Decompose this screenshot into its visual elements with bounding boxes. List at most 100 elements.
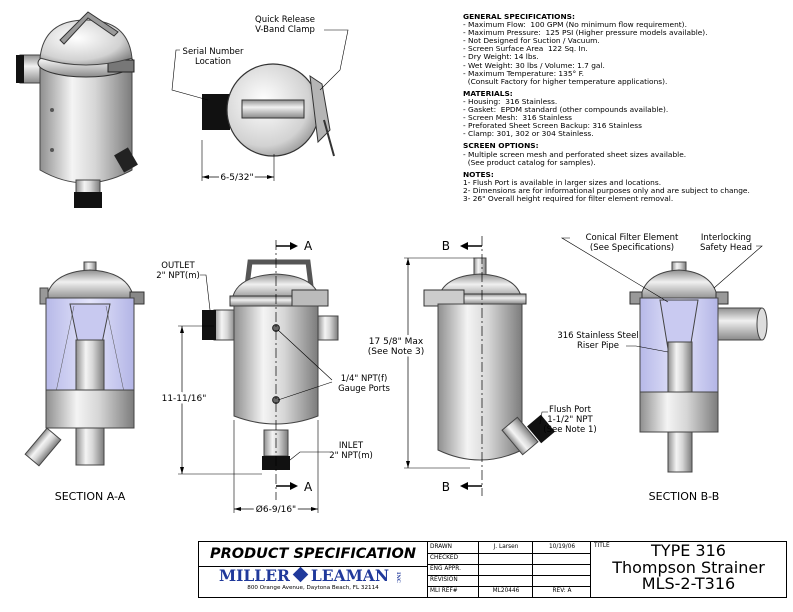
spec-line: - Maximum Flow: 100 GPM (No minimum flow… xyxy=(463,20,687,30)
inlet-label: INLET xyxy=(339,441,364,451)
section-a-bottom-label: A xyxy=(304,480,313,494)
rev-label: REV: xyxy=(552,588,566,594)
row-drawn: DRAWN J. Larsen 10/19/06 xyxy=(428,542,590,554)
approval-grid: DRAWN J. Larsen 10/19/06 CHECKED ENG APP… xyxy=(428,542,591,597)
ref-label: MLI REF# xyxy=(430,588,458,594)
ref-value: ML20446 xyxy=(478,586,533,597)
iso-port-thread xyxy=(16,55,24,83)
section-b-top-label: B xyxy=(442,239,450,253)
sbb-outlet-end xyxy=(756,307,768,341)
dim-overall: 17 5/8" Max xyxy=(369,337,424,347)
saa-bottom xyxy=(45,389,135,429)
dim-arrow xyxy=(311,507,318,511)
section-arrowhead xyxy=(460,482,468,490)
spec-line: - Housing: 316 Stainless. xyxy=(463,96,558,106)
row-ref: MLI REF# ML20446 REV: A xyxy=(428,586,590,597)
title-label: TITLE xyxy=(594,543,610,549)
drawing-title: TYPE 316 Thompson Strainer MLS-2-T316 xyxy=(591,541,786,593)
see-note-1: (See Note 1) xyxy=(543,425,596,435)
spec-line: - Not Designed for Suction / Vacuum. xyxy=(463,36,600,46)
leader-line xyxy=(277,329,333,381)
leader-line xyxy=(319,29,349,91)
iso-inlet-thread xyxy=(74,192,102,208)
quick-release-label: Quick Release xyxy=(255,15,315,25)
leader-line xyxy=(200,274,211,311)
front-body xyxy=(233,305,319,425)
section-arrowhead xyxy=(290,242,298,250)
title-line-2: Thompson Strainer xyxy=(612,557,765,577)
spec-line: - Maximum Temperature: 135° F. xyxy=(463,68,584,78)
leader-line xyxy=(277,381,333,401)
drawn-by: J. Larsen xyxy=(478,542,533,553)
saa-head xyxy=(45,269,135,301)
eng-appr-label: ENG APPR. xyxy=(430,566,461,572)
drawn-label: DRAWN xyxy=(430,544,452,550)
spec-line: - Screen Surface Area 122 Sq. In. xyxy=(463,44,588,54)
product-spec-heading: PRODUCT SPECIFICATION xyxy=(199,542,427,567)
spec-line: - Screen Mesh: 316 Stainless xyxy=(463,113,573,123)
iso-view xyxy=(16,11,138,208)
title-line-3: MLS-2-T316 xyxy=(641,574,736,593)
spec-line: - Multiple screen mesh and perforated sh… xyxy=(463,149,687,159)
flush-npt-label: 1-1/2" NPT xyxy=(547,415,593,425)
see-note-3: (See Note 3) xyxy=(368,347,425,357)
spec-line: (See product catalog for samples). xyxy=(463,157,596,167)
section-aa-label: SECTION A-A xyxy=(55,490,126,503)
diamond-logo-icon xyxy=(292,566,309,583)
leader-line xyxy=(713,245,763,289)
iso-flush-port xyxy=(114,147,138,173)
title-line-1: TYPE 316 xyxy=(651,541,726,560)
dim-arrow xyxy=(406,461,410,468)
side-flush-pipe xyxy=(501,416,539,456)
row-checked: CHECKED xyxy=(428,553,590,565)
sbb-outlet-pipe xyxy=(717,307,763,341)
front-side-port xyxy=(317,315,339,341)
notes-title: NOTES: xyxy=(463,169,494,179)
general-specs-title: GENERAL SPECIFICATIONS: xyxy=(463,12,575,21)
leader-line xyxy=(289,451,330,461)
inlet-npt-label: 2" NPT(m) xyxy=(329,451,373,461)
vband-clamp-label: V-Band Clamp xyxy=(255,25,315,35)
outlet-npt-label: 2" NPT(m) xyxy=(156,271,200,281)
side-flush-thread xyxy=(527,414,555,444)
leader-line xyxy=(171,49,209,101)
revision-label: REVISION xyxy=(430,577,458,583)
dim-arrow xyxy=(406,258,410,265)
section-a-a: SECTION A-A xyxy=(24,261,145,503)
section-a-top-label: A xyxy=(304,239,313,253)
spec-line: - Preforated Sheet Screen Backup: 316 St… xyxy=(463,121,642,131)
dim-arrow xyxy=(180,467,184,474)
interlocking-label: Interlocking xyxy=(701,233,751,243)
riser-label-2: Riser Pipe xyxy=(577,341,619,351)
spec-line: (Consult Factory for higher temperature … xyxy=(463,76,668,86)
section-b-b: SECTION B-B Conical Filter Element (See … xyxy=(557,233,768,503)
title-cell: TITLE TYPE 316 Thompson Strainer MLS-2-T… xyxy=(591,542,786,597)
dim-height: 11-11/16" xyxy=(162,394,207,404)
saa-cone-line xyxy=(55,305,75,393)
row-eng: ENG APPR. xyxy=(428,564,590,576)
iso-handle xyxy=(59,11,119,45)
section-arrowhead xyxy=(290,482,298,490)
section-b-bottom-label: B xyxy=(442,480,450,494)
riser-label-1: 316 Stainless Steel xyxy=(557,331,638,341)
sbb-bottom xyxy=(639,391,719,433)
dim-top-width: 6-5/32" xyxy=(220,173,253,183)
specifications-panel: GENERAL SPECIFICATIONS: - Maximum Flow: … xyxy=(463,12,793,203)
company-address: 800 Orange Avenue, Daytona Beach, FL 321… xyxy=(247,585,379,591)
dim-diameter: Ø6-9/16" xyxy=(256,504,296,515)
sbb-head xyxy=(639,269,719,301)
front-clamp-latch xyxy=(291,289,329,307)
dim-arrow xyxy=(202,175,209,179)
gauge-ports-size-label: 1/4" NPT(f) xyxy=(341,374,388,384)
row-revision: REVISION xyxy=(428,575,590,587)
top-view: 6-5/32" Serial Number Location Quick Rel… xyxy=(171,15,349,185)
company-name-right: LEAMAN xyxy=(310,566,389,585)
gauge-ports-label: Gauge Ports xyxy=(338,384,390,394)
dim-arrow xyxy=(234,507,241,511)
front-outlet-pipe xyxy=(213,309,237,341)
iso-gauge-port xyxy=(50,108,54,112)
spec-line: - Clamp: 301, 302 or 304 Stainless. xyxy=(463,129,594,139)
